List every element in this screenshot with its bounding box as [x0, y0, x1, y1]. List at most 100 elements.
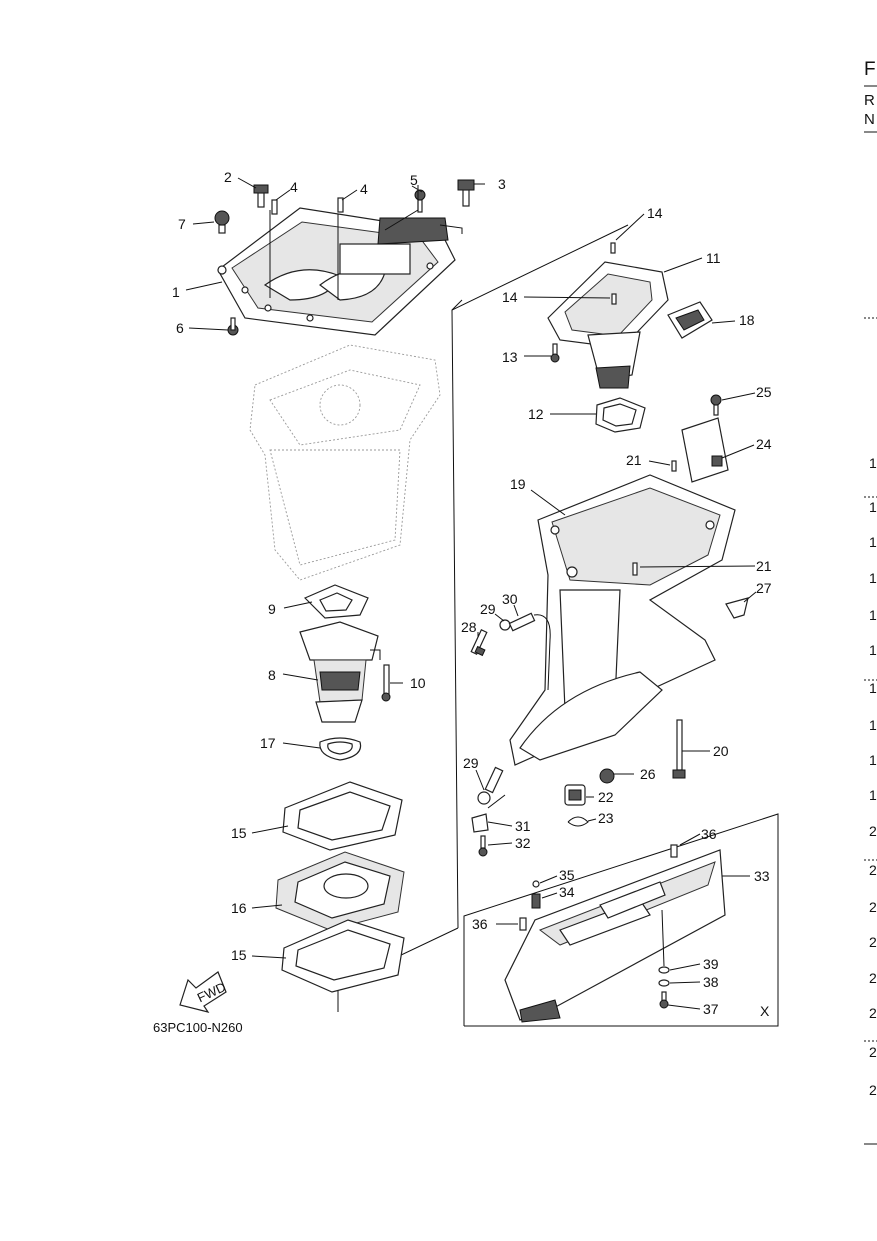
callout-20: 20: [713, 743, 729, 759]
edge-number-4: 1: [869, 570, 877, 586]
fitting-31: [471, 813, 489, 833]
pin-36b: [519, 917, 527, 931]
right-edge-header: F R N: [864, 59, 877, 1145]
edge-number-17: 2: [869, 1044, 877, 1060]
callout-9: 9: [268, 601, 276, 617]
callout-10: 10: [410, 675, 426, 691]
grommet-27: [725, 597, 749, 619]
callout-13: 13: [502, 349, 518, 365]
bolt-32: [478, 835, 488, 857]
callout-1: 1: [172, 284, 180, 300]
callout-14b: 14: [502, 289, 518, 305]
seal-12: [595, 397, 646, 433]
edge-number-9: 1: [869, 752, 877, 768]
callout-21b: 21: [756, 558, 772, 574]
callout-15b: 15: [231, 947, 247, 963]
dowel-pin-4a: [271, 199, 278, 215]
edge-number-6: 1: [869, 642, 877, 658]
bolt-5: [414, 189, 426, 213]
grommet-22: [564, 784, 586, 806]
callout-34: 34: [559, 884, 575, 900]
bolt-20: [672, 719, 686, 779]
part-33-extension-case: [504, 849, 726, 1023]
callout-37: 37: [703, 1001, 719, 1017]
callout-23: 23: [598, 810, 614, 826]
edge-number-18: 2: [869, 1082, 877, 1098]
pin-14a: [610, 242, 616, 254]
callout-19: 19: [510, 476, 526, 492]
pin-21a: [671, 460, 677, 472]
bolt-10: [381, 664, 391, 702]
callout-16: 16: [231, 900, 247, 916]
callout-21a: 21: [626, 452, 642, 468]
callout-6: 6: [176, 320, 184, 336]
edge-number-3: 1: [869, 534, 877, 550]
callout-24: 24: [756, 436, 772, 452]
pin-21b: [632, 562, 638, 576]
callout-14a: 14: [647, 205, 663, 221]
bolt-37: [659, 991, 669, 1009]
callout-17: 17: [260, 735, 276, 751]
callout-35: 35: [559, 867, 575, 883]
plug-35: [532, 880, 540, 888]
edge-number-13: 2: [869, 899, 877, 915]
inset-frame: [463, 794, 779, 1027]
bolt-25: [710, 394, 722, 416]
callout-22: 22: [598, 789, 614, 805]
circlip-23: [567, 816, 589, 827]
callout-33: 33: [754, 868, 770, 884]
callout-36a: 36: [701, 826, 717, 842]
edge-header-1: F: [864, 59, 876, 80]
callout-29b: 29: [463, 755, 479, 771]
exhaust-guide-8: [299, 621, 379, 723]
callout-11: 11: [706, 250, 721, 266]
callout-31: 31: [515, 818, 531, 834]
nozzle-28: [470, 629, 488, 657]
plate-24: [681, 417, 729, 483]
bolt-13: [550, 343, 560, 363]
callout-27: 27: [756, 580, 772, 596]
inset-label: X: [760, 1003, 770, 1019]
exhaust-manifold-11: [547, 261, 669, 389]
gasket-15b: [281, 919, 405, 993]
fwd-arrow-icon: FWD: [179, 971, 228, 1013]
callout-32: 32: [515, 835, 531, 851]
edge-number-11: 2: [869, 823, 877, 839]
pin-14b: [611, 293, 617, 305]
callout-8: 8: [268, 667, 276, 683]
callout-4b: 4: [360, 181, 368, 197]
nut-26: [599, 768, 615, 784]
callout-30: 30: [502, 591, 518, 607]
edge-number-7: 1: [869, 680, 877, 696]
powerhead-ghost-outline: [249, 344, 441, 581]
clip-29a: [499, 619, 511, 631]
callout-5: 5: [410, 172, 418, 188]
edge-number-10: 1: [869, 787, 877, 803]
callout-39: 39: [703, 956, 719, 972]
callout-26: 26: [640, 766, 656, 782]
pipe-line: [484, 766, 504, 794]
diagram-code: 63PC100-N260: [153, 1020, 243, 1035]
gasket-9: [303, 584, 369, 619]
hose-30: [508, 612, 551, 691]
clip-29b: [477, 791, 491, 805]
callout-12: 12: [528, 406, 544, 422]
callout-2: 2: [224, 169, 232, 185]
dowel-pin-4b: [337, 197, 344, 213]
callout-labels: 2 4 4 5 3 7 1 6 9 8 10 17 15 16 15 14 11…: [172, 169, 772, 1019]
bolt-3: [457, 179, 475, 207]
nut-7: [214, 210, 230, 234]
edge-header-2: R: [864, 92, 875, 109]
leader-lines: [185, 177, 757, 1010]
edge-number-8: 1: [869, 717, 877, 733]
callout-4a: 4: [290, 179, 298, 195]
edge-number-14: 2: [869, 934, 877, 950]
edge-number-1: 1: [869, 455, 877, 471]
bolt-2: [253, 184, 269, 208]
upper-case-19: [509, 474, 736, 766]
callout-7: 7: [178, 216, 186, 232]
upper-casing-part: [217, 207, 456, 336]
callout-25: 25: [756, 384, 772, 400]
pin-36a: [670, 844, 678, 858]
